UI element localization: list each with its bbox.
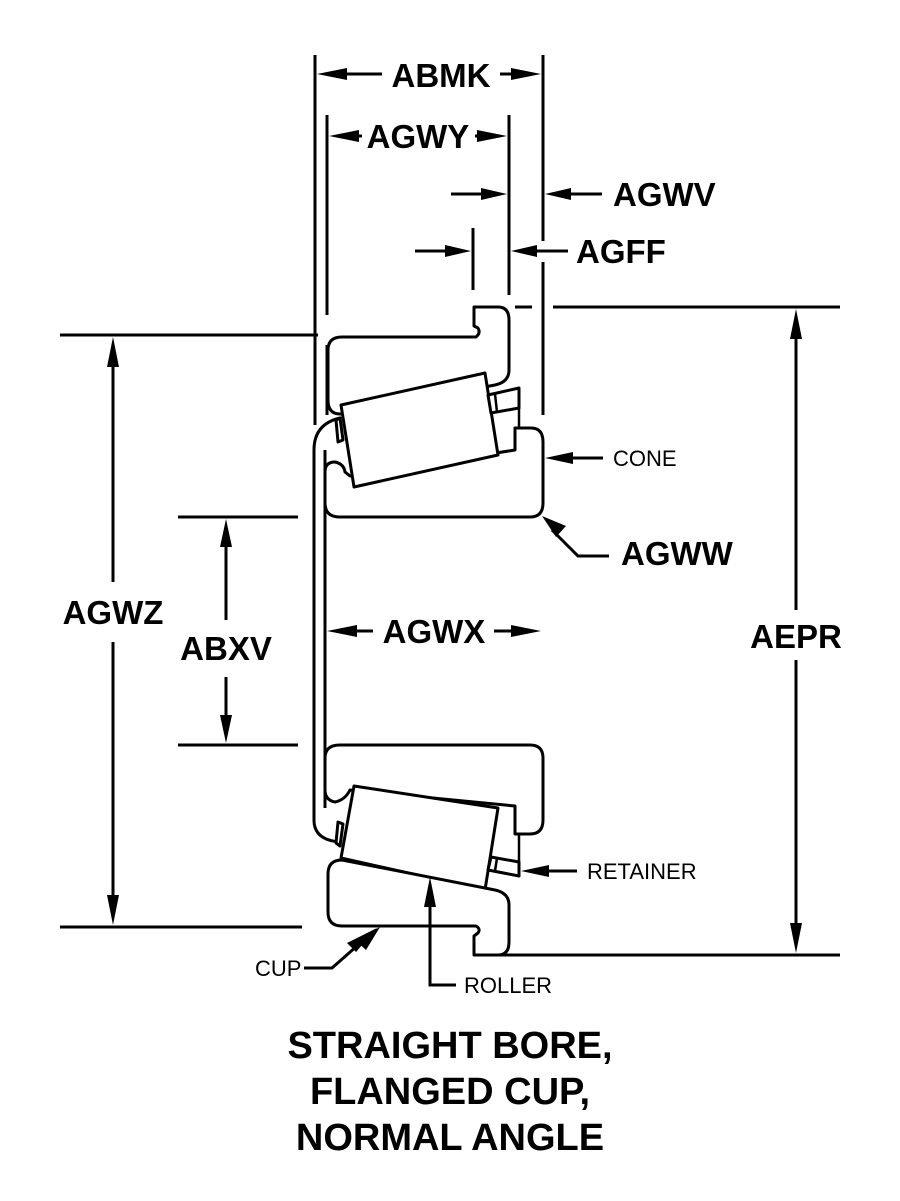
lower-cup [326, 858, 511, 957]
dimension-agwx: AGWX [327, 613, 541, 650]
dimension-label-abmk: ABMK [392, 57, 491, 94]
part-label-roller: ROLLER [464, 973, 552, 998]
upper-retainer [334, 386, 521, 444]
dimension-label-agwz: AGWZ [63, 594, 164, 631]
part-label-cup: CUP [255, 956, 301, 981]
horizontal-extension-lines [60, 305, 840, 957]
part-label-cone: CONE [613, 446, 677, 471]
part-label-retainer: RETAINER [587, 859, 697, 884]
label-cone: CONE [545, 446, 677, 471]
dimension-abmk: ABMK [317, 57, 541, 94]
dimension-label-abxv: ABXV [180, 630, 272, 667]
dimension-agwy: AGWY [329, 118, 507, 155]
dimension-label-agff: AGFF [576, 233, 666, 270]
label-cup: CUP [255, 927, 380, 981]
label-retainer: RETAINER [521, 859, 697, 884]
dimension-label-agww: AGWW [621, 535, 734, 572]
dimension-abxv: ABXV [180, 519, 272, 743]
caption-line-1: STRAIGHT BORE, [287, 1025, 612, 1067]
dimension-agwv: AGWV [451, 176, 716, 213]
dimension-agwz: AGWZ [63, 337, 164, 925]
dimension-agww: AGWW [542, 516, 734, 572]
upper-cone [323, 426, 545, 519]
dimension-label-agwy: AGWY [367, 118, 470, 155]
dimension-label-aepr: AEPR [750, 618, 842, 655]
caption-line-2: FLANGED CUP, [310, 1071, 590, 1113]
dimension-aepr: AEPR [750, 309, 842, 953]
caption-line-3: NORMAL ANGLE [296, 1117, 604, 1159]
dimension-label-agwx: AGWX [383, 613, 486, 650]
diagram-caption: STRAIGHT BORE, FLANGED CUP, NORMAL ANGLE [287, 1025, 612, 1159]
label-roller: ROLLER [424, 877, 552, 998]
dimension-label-agwv: AGWV [613, 176, 716, 213]
upper-roller [339, 371, 500, 489]
dimension-agff: AGFF [415, 233, 666, 270]
lower-cone [323, 743, 545, 836]
lower-retainer [334, 820, 521, 878]
